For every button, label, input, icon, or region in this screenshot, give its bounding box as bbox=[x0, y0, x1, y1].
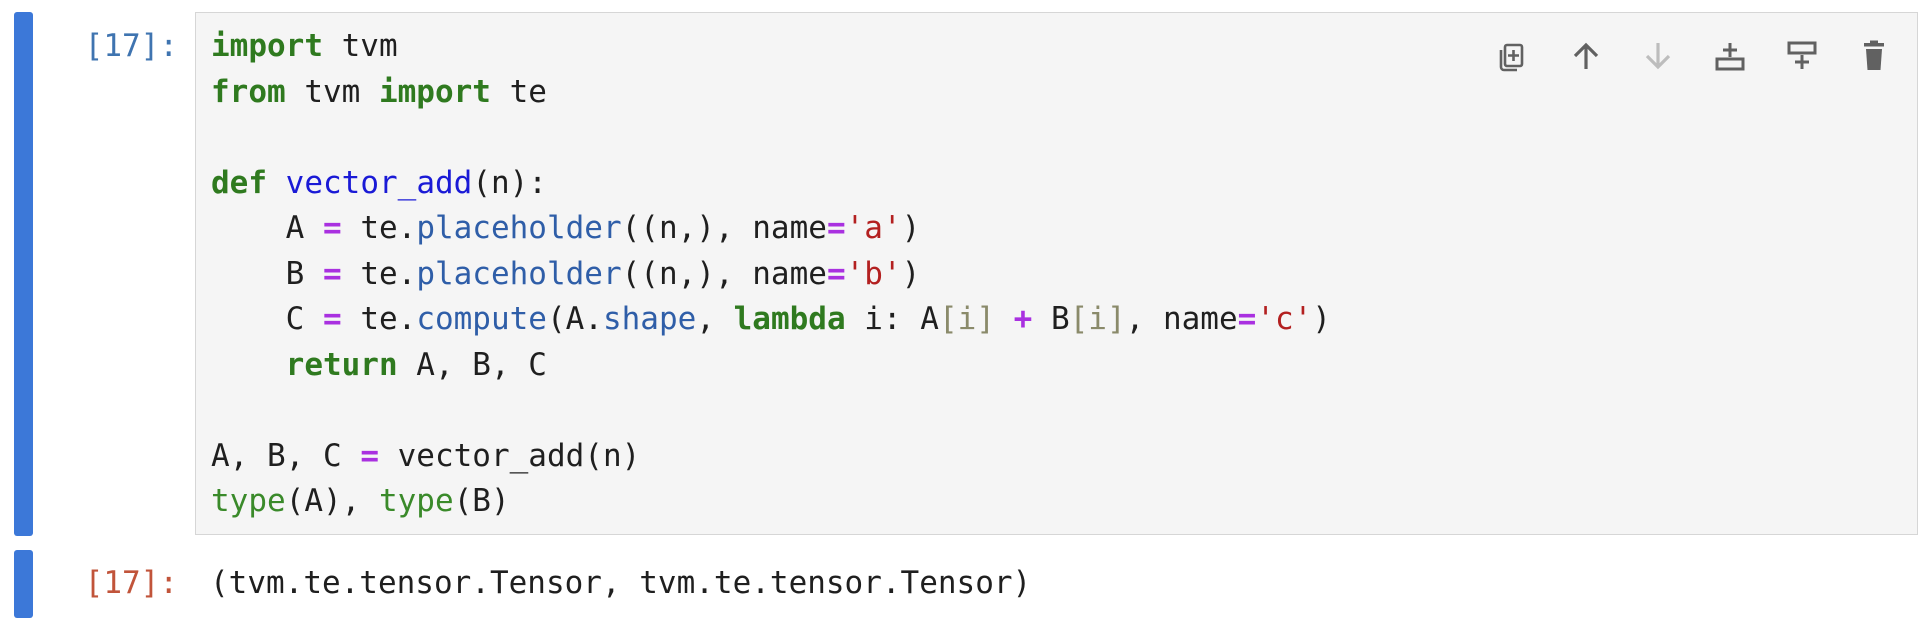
code-token: def bbox=[211, 164, 267, 201]
code-token: from bbox=[211, 73, 286, 110]
code-token: B bbox=[1032, 301, 1070, 337]
code-token: te. bbox=[341, 255, 417, 292]
code-line: from tvm import te bbox=[211, 70, 1331, 116]
code-token: + bbox=[1013, 301, 1033, 337]
cell-toolbar bbox=[1489, 31, 1899, 81]
code-token: i bbox=[957, 301, 977, 337]
move-cell-down-button[interactable] bbox=[1633, 31, 1683, 81]
code-token: ) bbox=[901, 210, 921, 246]
code-token: lambda bbox=[733, 301, 846, 337]
code-token: compute bbox=[416, 301, 547, 337]
code-token bbox=[211, 347, 286, 383]
code-token: = bbox=[1237, 301, 1257, 337]
code-token: = bbox=[826, 210, 846, 246]
code-token: (B) bbox=[453, 483, 510, 519]
code-token: te bbox=[490, 73, 547, 110]
code-token: i bbox=[1088, 301, 1107, 337]
insert-cell-above-button[interactable] bbox=[1705, 31, 1755, 81]
insert-above-icon bbox=[1715, 43, 1745, 71]
code-token: = bbox=[322, 210, 342, 246]
code-token: te. bbox=[341, 210, 417, 246]
code-token: shape bbox=[602, 301, 697, 337]
code-token: ) bbox=[901, 255, 921, 292]
code-token: A, B, C bbox=[211, 437, 361, 474]
code-line: A = te.placeholder((n,), name='a') bbox=[211, 206, 1331, 252]
duplicate-icon bbox=[1499, 43, 1524, 72]
code-token: C bbox=[211, 301, 323, 337]
code-token: (n): bbox=[472, 164, 547, 201]
code-line: B = te.placeholder((n,), name='b') bbox=[211, 252, 1331, 298]
code-token: tvm bbox=[285, 73, 379, 110]
output-collapser[interactable] bbox=[14, 550, 33, 618]
move-cell-up-button[interactable] bbox=[1561, 31, 1611, 81]
code-line: import tvm bbox=[211, 24, 1331, 70]
code-token: [ bbox=[1069, 301, 1089, 337]
code-token: 'a' bbox=[845, 210, 902, 246]
code-line bbox=[211, 388, 1331, 434]
code-line bbox=[211, 115, 1331, 161]
code-token bbox=[267, 165, 286, 201]
delete-cell-button[interactable] bbox=[1849, 31, 1899, 81]
code-line: A, B, C = vector_add(n) bbox=[211, 434, 1331, 480]
code-token: type bbox=[211, 483, 286, 519]
code-token bbox=[995, 301, 1014, 337]
code-token: tvm bbox=[322, 28, 398, 64]
code-line: type(A), type(B) bbox=[211, 479, 1331, 525]
code-token: , bbox=[696, 301, 734, 337]
code-token: ] bbox=[1106, 301, 1126, 337]
code-token: ] bbox=[976, 301, 995, 337]
code-token: ) bbox=[1312, 301, 1331, 337]
code-token: (A. bbox=[546, 301, 603, 337]
code-token: return bbox=[285, 346, 398, 383]
code-token: = bbox=[322, 301, 342, 337]
arrow-up-icon bbox=[1573, 42, 1599, 69]
code-token: = bbox=[360, 437, 379, 474]
code-token: type bbox=[378, 483, 454, 519]
code-token: i: A bbox=[845, 301, 939, 337]
code-token: vector_add(n) bbox=[378, 437, 641, 474]
code-token: te. bbox=[341, 301, 417, 337]
code-token: B bbox=[211, 255, 323, 292]
output-text: (tvm.te.tensor.Tensor, tvm.te.tensor.Ten… bbox=[210, 565, 1032, 601]
code-token: [ bbox=[938, 301, 958, 337]
duplicate-cell-button[interactable] bbox=[1489, 31, 1539, 81]
insert-cell-below-button[interactable] bbox=[1777, 31, 1827, 81]
input-prompt: [17]: bbox=[84, 28, 178, 64]
code-token: placeholder bbox=[416, 210, 622, 246]
insert-below-icon bbox=[1787, 41, 1817, 69]
code-token: = bbox=[322, 255, 342, 292]
code-token: 'c' bbox=[1256, 301, 1313, 337]
active-cell-indicator[interactable] bbox=[14, 12, 33, 536]
trash-icon bbox=[1864, 40, 1884, 70]
code-token: = bbox=[826, 255, 846, 292]
code-token: placeholder bbox=[416, 255, 622, 292]
code-token: import bbox=[211, 28, 323, 64]
code-token: 'b' bbox=[845, 255, 902, 292]
output-prompt: [17]: bbox=[84, 565, 178, 601]
code-token: ((n,), name bbox=[621, 210, 827, 246]
code-line: return A, B, C bbox=[211, 343, 1331, 389]
code-token: import bbox=[378, 73, 491, 110]
arrow-down-icon bbox=[1645, 43, 1671, 70]
code-line: def vector_add(n): bbox=[211, 161, 1331, 207]
code-token: A bbox=[211, 210, 323, 246]
code-token: ((n,), name bbox=[621, 255, 827, 292]
code-line: C = te.compute(A.shape, lambda i: A[i] +… bbox=[211, 297, 1331, 343]
code-token: , name bbox=[1125, 301, 1238, 337]
code-token: A, B, C bbox=[397, 346, 547, 383]
code-token: vector_add bbox=[285, 164, 473, 201]
code-token: (A), bbox=[285, 483, 379, 519]
